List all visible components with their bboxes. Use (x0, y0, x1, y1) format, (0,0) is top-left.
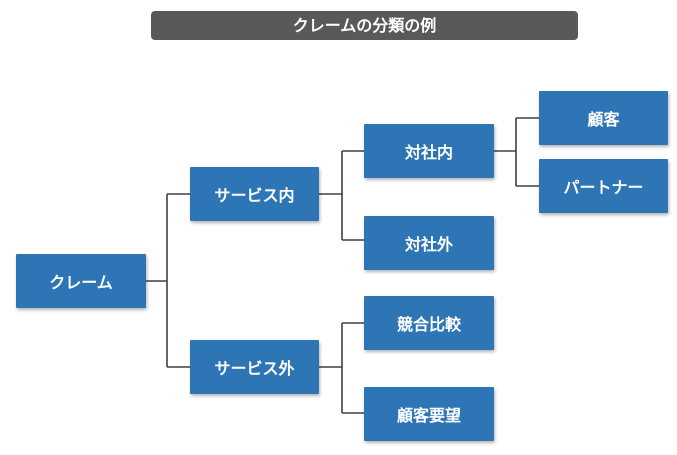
connector-internal-company (494, 117, 539, 187)
connector-internal (319, 150, 364, 241)
node-customer: 顧客 (539, 91, 668, 145)
node-competitor: 競合比較 (364, 296, 494, 350)
connector-root (146, 193, 190, 368)
node-service-internal: サービス内 (190, 167, 319, 221)
node-partner: パートナー (539, 159, 668, 213)
node-claim: クレーム (16, 254, 146, 308)
node-external-company: 対社外 (364, 216, 494, 270)
node-service-external: サービス外 (190, 340, 319, 394)
node-customer-request: 顧客要望 (364, 387, 494, 441)
diagram-title: クレームの分類の例 (151, 11, 578, 40)
node-internal-company: 対社内 (364, 124, 494, 178)
connector-external (319, 322, 364, 414)
